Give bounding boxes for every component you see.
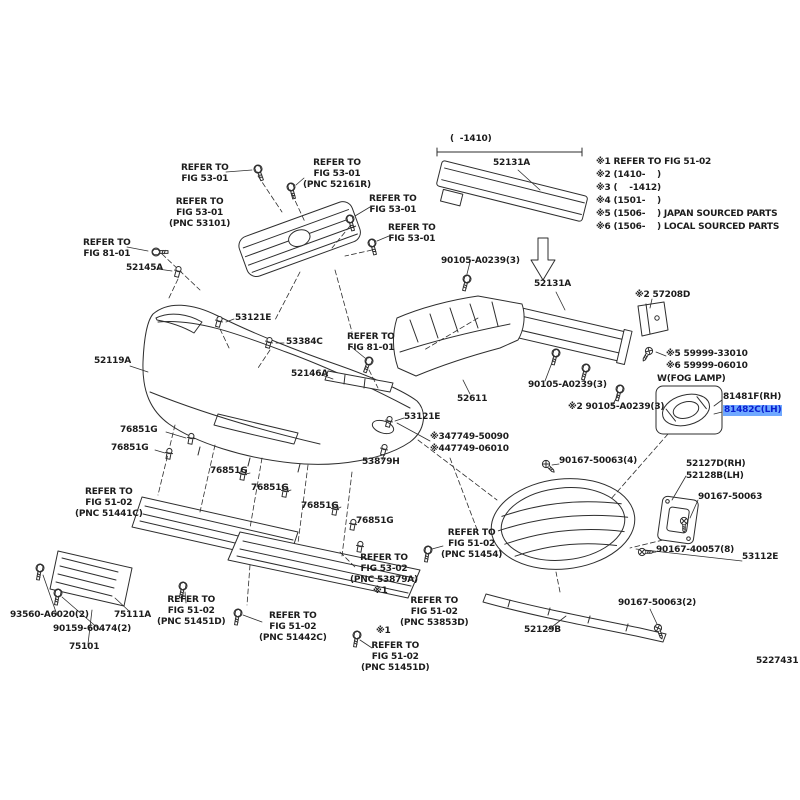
bolt-icon	[360, 355, 375, 375]
part-52127D-RH[interactable]: 52127D(RH)	[686, 459, 746, 469]
part-47749-50090[interactable]: ※347749-50090	[430, 432, 509, 442]
legend-note-3: ※3 ( -1412)	[596, 183, 661, 193]
part-59999-33010[interactable]: ※5 59999-33010	[666, 349, 748, 359]
part-52131A-main[interactable]: 52131A	[534, 279, 572, 289]
leader-lines	[43, 170, 742, 648]
legend-note-5: ※5 (1506- ) JAPAN SOURCED PARTS	[596, 209, 778, 219]
part-90167-50063[interactable]: 90167-50063	[698, 492, 763, 502]
part-47749-06010[interactable]: ※447749-06010	[430, 444, 509, 454]
part-90167-50063-2[interactable]: 90167-50063(2)	[618, 598, 697, 608]
reinforcement-bar-upper-drawing[interactable]	[433, 160, 588, 235]
legend-note-6: ※6 (1506- ) LOCAL SOURCED PARTS	[596, 222, 780, 232]
part-76851G-3[interactable]: 76851G	[210, 466, 248, 476]
bolt-icon	[612, 383, 626, 403]
part-76851G-6[interactable]: 76851G	[356, 516, 394, 526]
fog-lamp-bezel-drawing[interactable]	[656, 386, 722, 434]
refer-fig5301-e[interactable]: REFER TO FIG 53-01	[388, 223, 436, 244]
marker-x1-a: ※1	[373, 586, 388, 596]
part-76851G-4[interactable]: 76851G	[251, 483, 289, 493]
down-arrow-icon	[531, 238, 555, 280]
bolt-icon	[51, 587, 64, 607]
part-52119A[interactable]: 52119A	[94, 356, 132, 366]
refer-fig5301-a[interactable]: REFER TO FIG 53-01	[181, 163, 229, 184]
lower-grille-drawing[interactable]	[487, 472, 640, 577]
bolt-icon	[421, 544, 434, 564]
legend-note-2: ※2 (1410- )	[596, 170, 661, 180]
screw-icon	[637, 547, 654, 557]
energy-absorber-drawing[interactable]	[393, 296, 524, 376]
refer-fig5301-d[interactable]: REFER TO FIG 53-01	[369, 194, 417, 215]
bolt-icon	[33, 562, 46, 582]
part-53879H[interactable]: 53879H	[362, 457, 400, 467]
part-76851G-1[interactable]: 76851G	[120, 425, 158, 435]
figure-code: 5227431	[756, 656, 799, 666]
part-59999-06010[interactable]: ※6 59999-06010	[666, 361, 748, 371]
bolt-icon	[548, 347, 562, 367]
refer-fig5102-51451D-a[interactable]: REFER TO FIG 51-02 (PNC 51451D)	[157, 595, 226, 627]
bolt-icon	[151, 247, 169, 257]
fog-cover-plate-drawing[interactable]	[657, 496, 699, 545]
part-90105-A0239-x2[interactable]: ※2 90105-A0239(3)	[568, 402, 665, 412]
refer-fig8101-a[interactable]: REFER TO FIG 81-01	[83, 238, 131, 259]
legend-note-1: ※1 REFER TO FIG 51-02	[596, 157, 712, 167]
refer-fig5301-b[interactable]: REFER TO FIG 53-01 (PNC 52161R)	[303, 158, 371, 190]
part-93560-A6020-2[interactable]: 93560-A6020(2)	[10, 610, 89, 620]
marker-x1-b: ※1	[376, 626, 391, 636]
refer-fig5102-51441C[interactable]: REFER TO FIG 51-02 (PNC 51441C)	[75, 487, 143, 519]
part-90105-A0239-top[interactable]: 90105-A0239(3)	[441, 256, 520, 266]
part-53112E[interactable]: 53112E	[742, 552, 779, 562]
legend-note-4: ※4 (1501- )	[596, 196, 661, 206]
part-90159-60474-2[interactable]: 90159-60474(2)	[53, 624, 132, 634]
part-90105-A0239-mid[interactable]: 90105-A0239(3)	[528, 380, 607, 390]
part-52611[interactable]: 52611	[457, 394, 488, 404]
part-52129B[interactable]: 52129B	[524, 625, 561, 635]
clip-icon	[354, 540, 365, 554]
refer-fig5301-c[interactable]: REFER TO FIG 53-01 (PNC 53101)	[169, 197, 231, 229]
part-53121E-b[interactable]: 53121E	[404, 412, 441, 422]
part-90167-50063-4[interactable]: 90167-50063(4)	[559, 456, 638, 466]
date-range-label: ( -1410)	[450, 134, 492, 144]
fog-lamp-caption: W(FOG LAMP)	[657, 374, 726, 384]
part-57208D[interactable]: ※2 57208D	[635, 290, 691, 300]
part-75111A[interactable]: 75111A	[114, 610, 152, 620]
part-52146A[interactable]: 52146A	[291, 369, 329, 379]
part-52128B-LH[interactable]: 52128B(LH)	[686, 471, 744, 481]
part-75101[interactable]: 75101	[69, 642, 100, 652]
screw-icon	[639, 345, 655, 364]
part-81482C-LH-selected[interactable]: 81482C(LH)	[723, 405, 783, 416]
screw-icon	[540, 458, 558, 476]
refer-fig5102-51454[interactable]: REFER TO FIG 51-02 (PNC 51454)	[441, 528, 503, 560]
spoiler-lip-drawing[interactable]	[483, 594, 666, 642]
clip-icon	[172, 265, 184, 279]
bolt-icon	[578, 362, 592, 382]
part-76851G-5[interactable]: 76851G	[301, 501, 339, 511]
bolt-icon	[459, 273, 473, 293]
part-81481F-RH[interactable]: 81481F(RH)	[723, 392, 782, 402]
part-90167-40057-8[interactable]: 90167-40057(8)	[656, 545, 735, 555]
bolt-icon	[252, 163, 267, 183]
bumper-cover-drawing[interactable]	[143, 305, 424, 472]
refer-fig5302-53879A[interactable]: REFER TO FIG 53-02 (PNC 53879A)	[350, 553, 418, 585]
part-53121E-a[interactable]: 53121E	[235, 313, 272, 323]
bracket-57208D-drawing[interactable]	[638, 302, 668, 336]
refer-fig5102-53853D[interactable]: REFER TO FIG 51-02 (PNC 53853D)	[400, 596, 469, 628]
under-cover-drawing[interactable]	[132, 497, 420, 598]
bolt-icon	[231, 607, 244, 627]
part-76851G-2[interactable]: 76851G	[111, 443, 149, 453]
part-52145A[interactable]: 52145A	[126, 263, 164, 273]
refer-fig8101-b[interactable]: REFER TO FIG 81-01	[347, 332, 395, 353]
part-53384C[interactable]: 53384C	[286, 337, 323, 347]
assembly-dashed-lines	[158, 176, 668, 605]
retainer-52146A-drawing[interactable]	[325, 371, 393, 392]
upper-grille-drawing[interactable]	[236, 199, 363, 280]
clip-icon	[163, 447, 174, 461]
part-52131A-top[interactable]: 52131A	[493, 158, 531, 168]
refer-fig5102-51451D-b[interactable]: REFER TO FIG 51-02 (PNC 51451D)	[361, 641, 430, 673]
date-range-bracket	[437, 148, 582, 156]
refer-fig5102-51442C[interactable]: REFER TO FIG 51-02 (PNC 51442C)	[259, 611, 327, 643]
